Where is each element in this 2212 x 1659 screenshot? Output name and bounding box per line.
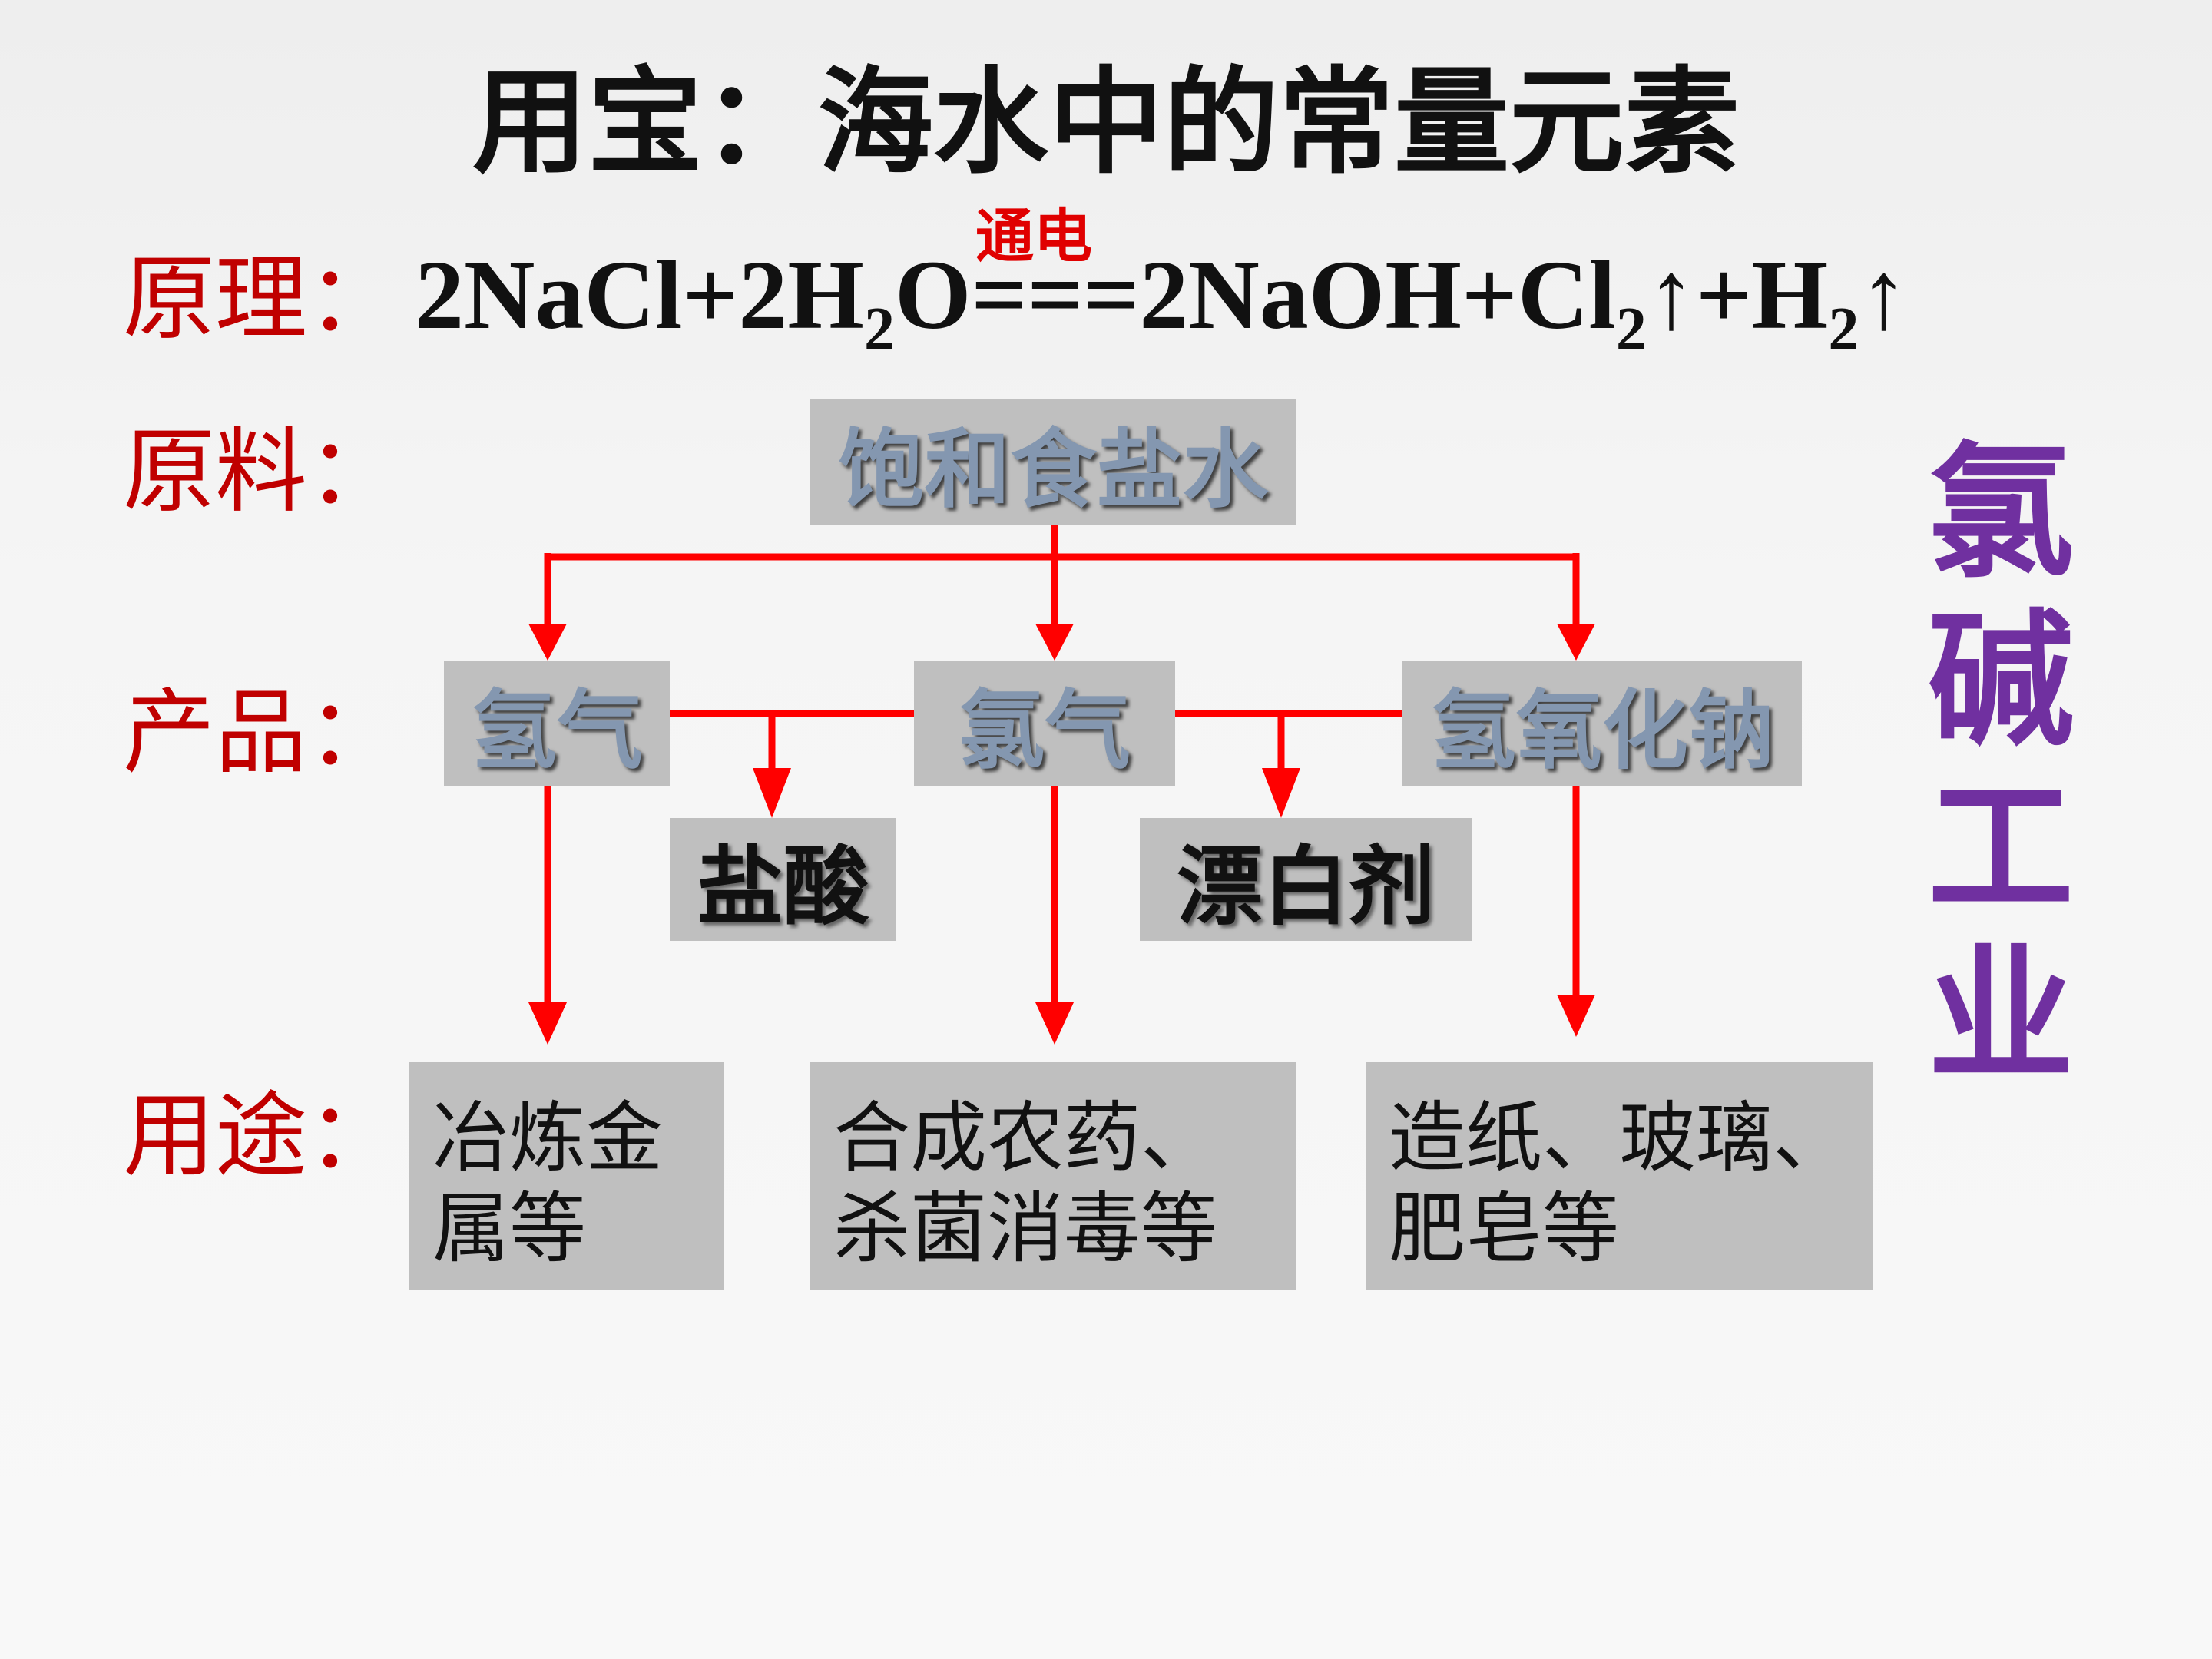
side-title-char-3: 工	[1927, 763, 2074, 933]
derived-bleach-text: 漂白剂	[1177, 837, 1435, 937]
eq-part1: 2NaCl+2H	[415, 240, 864, 349]
arrowhead-naoh	[1557, 624, 1595, 661]
product-naoh-text: 氢氧化钠	[1430, 680, 1774, 781]
eq-part2: O	[894, 240, 972, 349]
use-chlorine-line2: 杀菌消毒等	[833, 1184, 1217, 1273]
use-hydrogen-text: 冶炼金 属等	[432, 1093, 663, 1274]
eq-sign: ===	[971, 240, 1140, 349]
eq-sub3: 2	[1828, 296, 1859, 363]
use-naoh-text: 造纸、玻璃、 肥皂等	[1389, 1093, 1849, 1274]
arrowhead-use-hydrogen	[528, 1002, 567, 1045]
side-title-char-4: 业	[1927, 931, 2074, 1101]
use-chlorine-box: 合成农药、 杀菌消毒等	[810, 1062, 1296, 1290]
eq-part5: ↑	[1859, 240, 1909, 349]
product-hydrogen-box: 氢气	[444, 661, 670, 786]
use-naoh-line1: 造纸、玻璃、	[1389, 1093, 1849, 1183]
label-uses: 用途：	[123, 1083, 399, 1190]
label-principle: 原理：	[123, 246, 399, 353]
eq-part4: ↑+H	[1646, 240, 1829, 349]
eq-part3: 2NaOH+Cl	[1139, 240, 1616, 349]
page-title: 用宝：海水中的常量元素	[472, 56, 1740, 190]
use-hydrogen-line2: 属等	[432, 1184, 586, 1273]
arrowhead-hcl	[753, 768, 791, 818]
use-chlorine-text: 合成农药、 杀菌消毒等	[833, 1093, 1217, 1274]
label-material: 原料：	[123, 419, 399, 525]
eq-sub2: 2	[1615, 296, 1647, 363]
use-naoh-box: 造纸、玻璃、 肥皂等	[1366, 1062, 1873, 1290]
side-title-char-2: 碱	[1927, 596, 2074, 766]
product-chlorine-box: 氯气	[914, 661, 1175, 786]
use-chlorine-line1: 合成农药、	[833, 1093, 1217, 1183]
arrowhead-use-naoh	[1557, 995, 1595, 1037]
derived-hcl-box: 盐酸	[670, 818, 896, 941]
arrowhead-use-chlorine	[1035, 1002, 1074, 1045]
use-hydrogen-box: 冶炼金 属等	[409, 1062, 724, 1290]
side-title: 氯 碱 工 业	[1924, 430, 2078, 1100]
arrowhead-hydrogen	[528, 624, 567, 661]
reaction-equation: 2NaCl+2H2O===2NaOH+Cl2↑+H2↑	[415, 246, 1908, 360]
material-text: 饱和食盐水	[838, 419, 1269, 520]
arrowhead-chlorine	[1035, 624, 1074, 661]
product-naoh-box: 氢氧化钠	[1402, 661, 1802, 786]
arrowhead-bleach	[1262, 768, 1300, 818]
use-naoh-line2: 肥皂等	[1389, 1184, 1619, 1273]
product-chlorine-text: 氯气	[959, 680, 1131, 781]
reaction-condition: 通电	[975, 202, 1092, 270]
eq-sub1: 2	[863, 296, 895, 363]
use-hydrogen-line1: 冶炼金	[432, 1093, 663, 1183]
material-box: 饱和食盐水	[810, 399, 1296, 525]
side-title-char-1: 氯	[1927, 429, 2074, 598]
derived-hcl-text: 盐酸	[697, 837, 869, 937]
label-products: 产品：	[123, 680, 399, 786]
product-hydrogen-text: 氢气	[471, 680, 643, 781]
derived-bleach-box: 漂白剂	[1140, 818, 1472, 941]
